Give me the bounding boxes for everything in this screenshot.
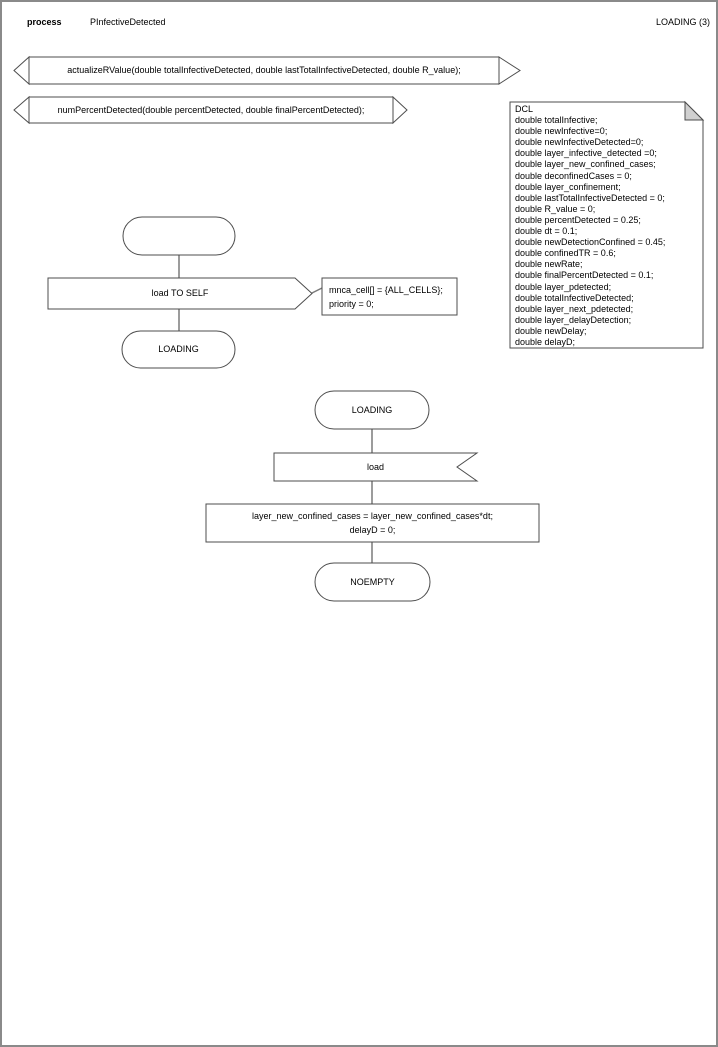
- next-state-loading-label: LOADING: [158, 344, 199, 354]
- process-name-label: PInfectiveDetected: [90, 17, 166, 27]
- next-state-noempty-label: NOEMPTY: [350, 576, 395, 587]
- next-state-noempty-shape[interactable]: [314, 562, 431, 602]
- comment-link: [311, 287, 323, 294]
- procedure-declaration-2-text: numPercentDetected(double percentDetecte…: [57, 104, 365, 115]
- procedure-declaration-1-shape[interactable]: [13, 55, 521, 86]
- procedure-declaration-2-shape[interactable]: [13, 95, 408, 125]
- output-signal-label: load TO SELF: [151, 288, 209, 298]
- dcl-note-shape[interactable]: [509, 100, 705, 349]
- comment-box-shape[interactable]: [321, 277, 458, 316]
- input-signal-shape[interactable]: [273, 452, 479, 482]
- start-state-shape[interactable]: [122, 216, 236, 256]
- procedure-declaration-1-text: actualizeRValue(double totalInfectiveDet…: [67, 65, 461, 75]
- comment-box-text: mnca_cell[] = {ALL_CELLS}; priority = 0;: [329, 285, 443, 309]
- state-page-label: LOADING (3): [655, 17, 710, 27]
- output-signal-shape[interactable]: [47, 277, 313, 310]
- folded-corner-icon: [684, 100, 705, 121]
- process-kind-label: process: [27, 17, 62, 27]
- task-text: layer_new_confined_cases = layer_new_con…: [252, 511, 493, 535]
- state-loading-label: LOADING: [351, 404, 393, 415]
- state-loading-shape[interactable]: [314, 390, 430, 430]
- input-signal-label: load: [366, 461, 384, 472]
- task-shape[interactable]: [205, 503, 540, 543]
- next-state-loading-shape[interactable]: [121, 330, 236, 369]
- dcl-note-text: DCL double totalInfective; double newInf…: [515, 104, 666, 347]
